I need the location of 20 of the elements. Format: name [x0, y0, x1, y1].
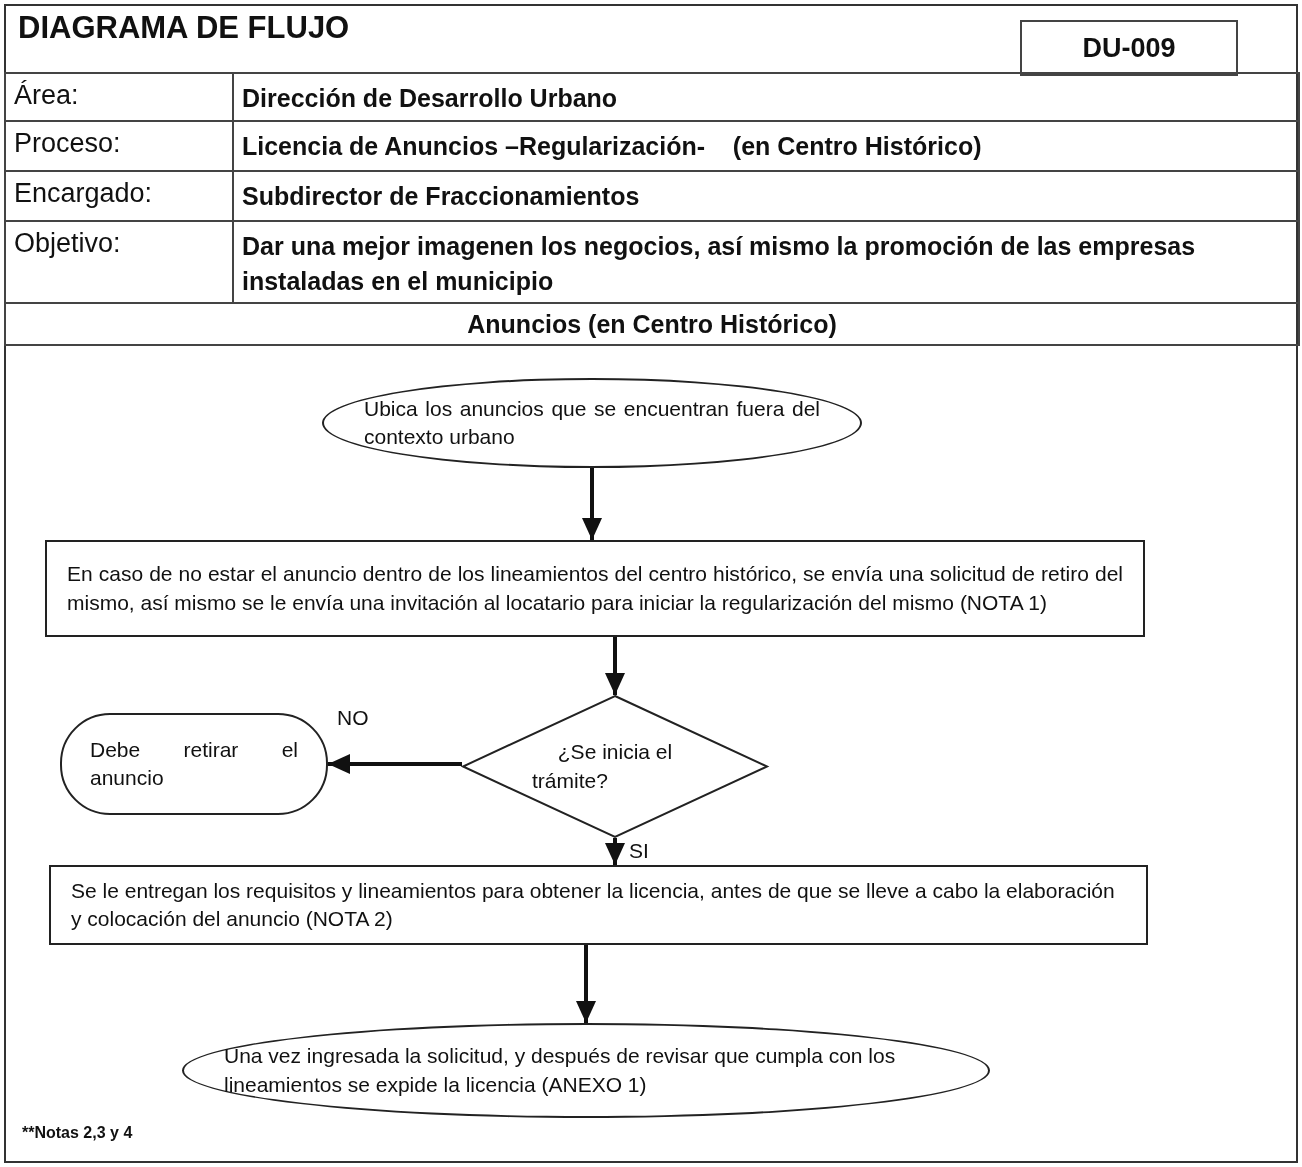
diagram-title: DIAGRAMA DE FLUJO	[18, 10, 350, 46]
node-text: Ubica los anuncios que se encuentran fuera del contexto urbano	[364, 395, 820, 450]
node-text: Una vez ingresada la solicitud, y después de revisar que cumpla con los lineamientos se expide la licencia (ANEXO 1)	[224, 1043, 897, 1098]
node-text: En caso de no estar el anuncio dentro de los lineamientos del centro histórico, se envía una solicitud de retiro del mismo, así mismo se le envía una invitación al locatario para iniciar la regularización del mismo (NOTA 1)	[67, 561, 1123, 616]
decision-diamond	[462, 695, 768, 838]
field-value: Dirección de Desarrollo Urbano	[232, 72, 1300, 122]
arrow	[328, 754, 462, 774]
section-heading: Anuncios (en Centro Histórico)	[4, 302, 1300, 346]
arrow	[605, 637, 625, 695]
node-text: ¿Se inicia el trámite?	[532, 739, 674, 794]
process-box	[45, 540, 1145, 637]
arrow	[605, 838, 625, 865]
arrow	[582, 468, 602, 540]
arrow	[576, 945, 596, 1023]
document-code: DU-009	[1020, 20, 1238, 76]
field-label: Área:	[4, 72, 234, 122]
node-text: Debe retirar el anuncio	[90, 736, 298, 791]
node-text: Se le entregan los requisitos y lineamientos para obtener la licencia, antes de que se lleve a cabo la elaboración y colocación del anuncio (NOTA 2)	[71, 877, 1116, 932]
process-box	[49, 865, 1148, 945]
note-text: **Notas 2,3 y 4	[22, 1124, 134, 1143]
